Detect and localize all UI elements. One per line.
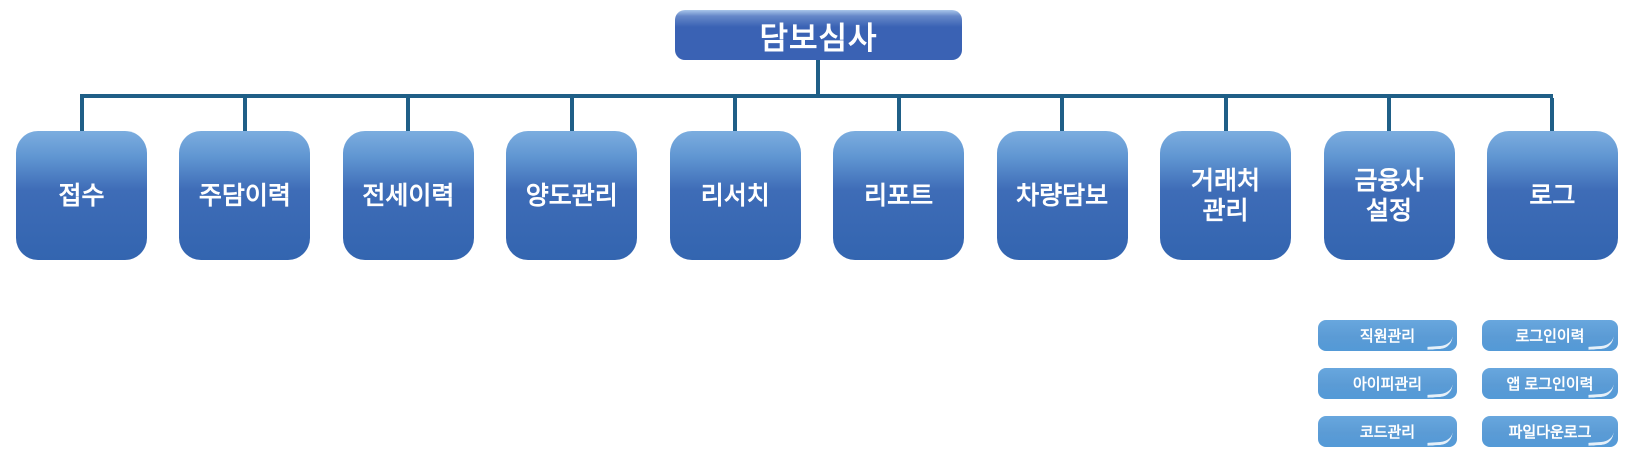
menu-node-label: 양도관리	[525, 181, 618, 210]
connector-stem	[1550, 98, 1555, 131]
menu-node-label: 전세이력	[362, 181, 455, 210]
connector-stem	[1223, 98, 1228, 131]
corner-highlight	[1426, 335, 1454, 350]
submenu-item-label: 파일다운로그	[1508, 424, 1592, 441]
menu-node-label: 차량담보	[1016, 181, 1109, 210]
connector-stem	[79, 98, 84, 131]
submenu-item-label: 아이피관리	[1352, 376, 1422, 393]
menu-node-label: 금융사 설정	[1354, 166, 1424, 225]
menu-node-row: 접수 주담이력 전세이력 양도관리 리서치 리포트 차량담보 거래처 관리 금융…	[16, 98, 1618, 260]
corner-highlight	[1587, 431, 1615, 446]
submenu-item-left-2[interactable]: 아이피관리	[1318, 368, 1457, 399]
menu-node-6[interactable]: 리포트	[833, 98, 965, 260]
menu-node-8[interactable]: 거래처 관리	[1160, 98, 1292, 260]
root-node[interactable]: 담보심사	[675, 10, 962, 60]
menu-node-4[interactable]: 양도관리	[506, 98, 638, 260]
menu-node-7[interactable]: 차량담보	[996, 98, 1128, 260]
submenu-item-label: 로그인이력	[1515, 328, 1585, 345]
connector-stem	[896, 98, 901, 131]
menu-node-label: 접수	[58, 181, 105, 210]
submenu-item-label: 앱 로그인이력	[1506, 376, 1594, 393]
submenu-item-right-2[interactable]: 앱 로그인이력	[1482, 368, 1618, 399]
menu-node-3[interactable]: 전세이력	[342, 98, 474, 260]
menu-node-label: 주담이력	[198, 181, 291, 210]
submenu-item-right-1[interactable]: 로그인이력	[1482, 320, 1618, 351]
connector-stem	[569, 98, 574, 131]
menu-node-2[interactable]: 주담이력	[179, 98, 311, 260]
menu-node-9[interactable]: 금융사 설정	[1323, 98, 1455, 260]
menu-node-10[interactable]: 로그	[1486, 98, 1618, 260]
menu-node-label: 리포트	[864, 181, 934, 210]
corner-highlight	[1587, 335, 1615, 350]
submenu-item-left-1[interactable]: 직원관리	[1318, 320, 1457, 351]
connector-stem	[406, 98, 411, 131]
submenu-item-label: 직원관리	[1359, 328, 1416, 345]
connector-stem	[1060, 98, 1065, 131]
menu-node-5[interactable]: 리서치	[669, 98, 801, 260]
connector-root-stem	[816, 60, 820, 96]
connector-stem	[1387, 98, 1391, 131]
connector-stem	[242, 98, 247, 131]
submenu-item-left-3[interactable]: 코드관리	[1318, 416, 1457, 447]
menu-node-label: 거래처 관리	[1191, 166, 1261, 225]
submenu-column-left: 직원관리 아이피관리 코드관리	[1318, 320, 1457, 447]
menu-node-1[interactable]: 접수	[16, 98, 147, 260]
root-node-label: 담보심사	[759, 20, 878, 56]
submenu-item-label: 코드관리	[1359, 424, 1416, 441]
menu-node-label: 로그	[1529, 181, 1576, 210]
corner-highlight	[1426, 431, 1454, 446]
corner-highlight	[1426, 383, 1454, 398]
menu-node-label: 리서치	[700, 181, 770, 210]
connector-horizontal-line	[80, 94, 1553, 98]
connector-stem	[733, 98, 738, 131]
submenu-column-right: 로그인이력 앱 로그인이력 파일다운로그	[1482, 320, 1618, 447]
submenu-item-right-3[interactable]: 파일다운로그	[1482, 416, 1618, 447]
